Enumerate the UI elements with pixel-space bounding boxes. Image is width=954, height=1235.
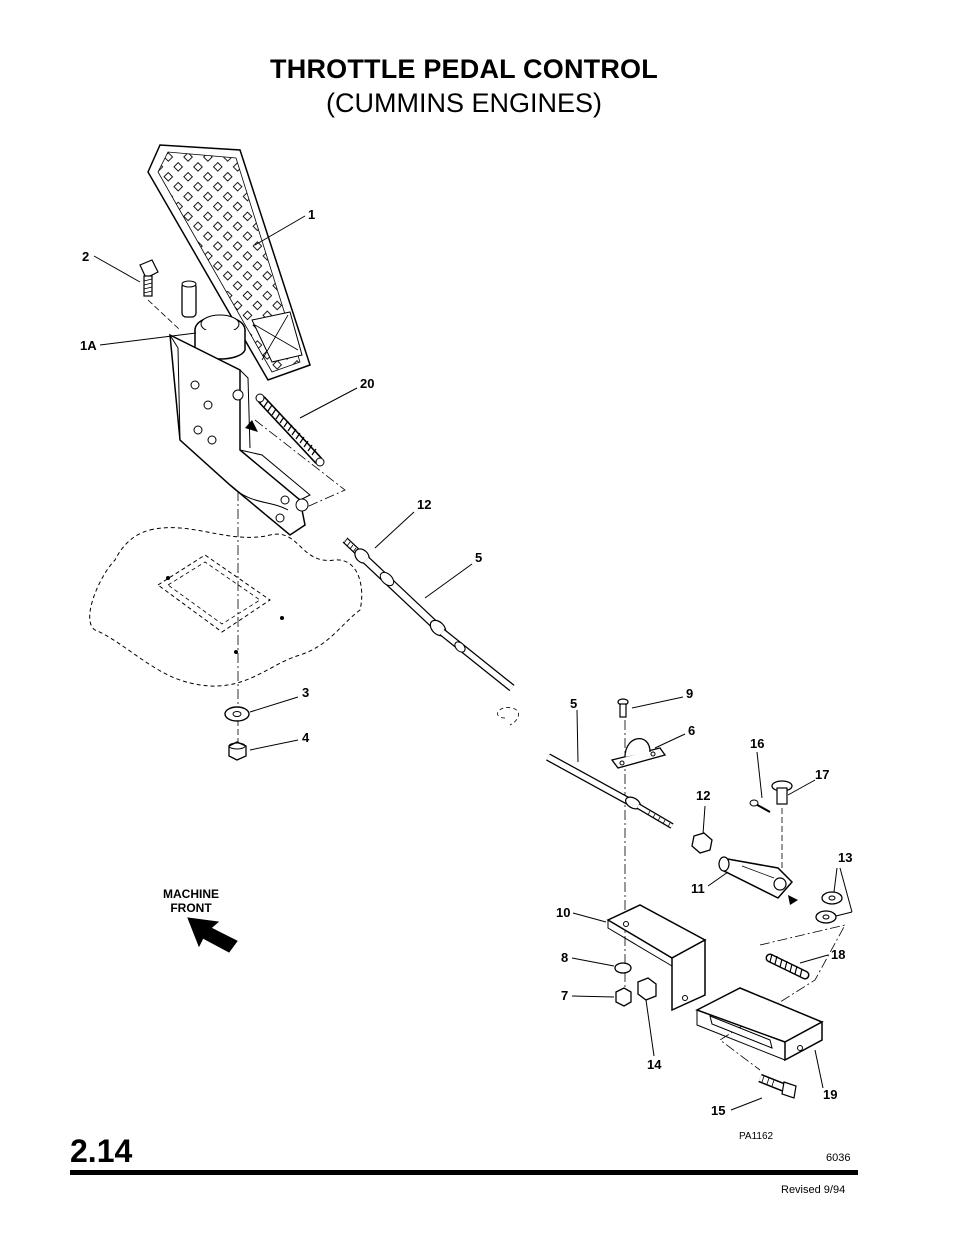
- callout-9: 9: [686, 686, 693, 701]
- machine-front-arrow-icon: [187, 917, 238, 953]
- cable-mounting-bracket: [606, 904, 707, 1012]
- callout-12-upper: 12: [417, 497, 431, 512]
- callout-7: 7: [561, 988, 568, 1003]
- callout-19: 19: [823, 1087, 837, 1102]
- callout-15: 15: [711, 1103, 725, 1118]
- callout-3: 3: [302, 685, 309, 700]
- callout-8: 8: [561, 950, 568, 965]
- callout-14: 14: [647, 1057, 662, 1072]
- page-number: 2.14: [70, 1133, 133, 1169]
- callout-2: 2: [82, 249, 89, 264]
- callout-6: 6: [688, 723, 695, 738]
- page-title: THROTTLE PEDAL CONTROL: [270, 54, 658, 84]
- page-subtitle: (CUMMINS ENGINES): [326, 88, 602, 118]
- callout-18: 18: [831, 947, 845, 962]
- callout-20: 20: [360, 376, 374, 391]
- revision-date: Revised 9/94: [781, 1184, 846, 1196]
- callout-1: 1: [308, 207, 315, 222]
- clevis: [718, 856, 794, 899]
- callout-5-upper: 5: [475, 550, 482, 565]
- clevis-pin: [771, 780, 793, 805]
- callout-13: 13: [838, 850, 852, 865]
- washer-13-lower: [815, 910, 837, 924]
- washer-3: [224, 706, 250, 722]
- callout-5-lower: 5: [570, 696, 577, 711]
- cotter-pin: [749, 799, 771, 813]
- callout-17: 17: [815, 767, 829, 782]
- callout-12-lower: 12: [696, 788, 710, 803]
- footer-rule: [70, 1170, 858, 1175]
- bolt-2: [139, 259, 159, 297]
- figure-code: PA1162: [739, 1131, 774, 1142]
- floor-plate-outline: [89, 527, 363, 687]
- spring-18: [765, 953, 810, 980]
- cable-clamp: [610, 737, 667, 769]
- callout-10: 10: [556, 905, 570, 920]
- bolt-15: [758, 1073, 797, 1099]
- washer-8: [614, 962, 632, 974]
- return-spring: [255, 393, 325, 467]
- nut-14: [637, 977, 657, 1001]
- callout-11: 11: [691, 881, 705, 896]
- pedal-bracket: [169, 333, 311, 536]
- nut-4: [228, 741, 247, 761]
- callout-16: 16: [750, 736, 764, 751]
- callout-4: 4: [302, 730, 310, 745]
- throttle-pedal: [147, 144, 311, 381]
- jam-nut-lower: [691, 832, 713, 854]
- spring-bracket: [695, 987, 824, 1062]
- pedal-hinge-assembly: [181, 280, 246, 360]
- machine-front-label-1: MACHINE: [163, 887, 219, 901]
- throttle-cable-lower: [546, 753, 674, 829]
- floor-cutout-outline: [157, 554, 271, 633]
- screw-9: [617, 698, 629, 718]
- callout-1a: 1A: [80, 338, 97, 353]
- throttle-cable-upper: [342, 537, 519, 726]
- machine-front-label-2: FRONT: [170, 901, 212, 915]
- nut-7: [615, 987, 632, 1007]
- washer-13-upper: [821, 891, 843, 905]
- document-code: 6036: [826, 1152, 851, 1164]
